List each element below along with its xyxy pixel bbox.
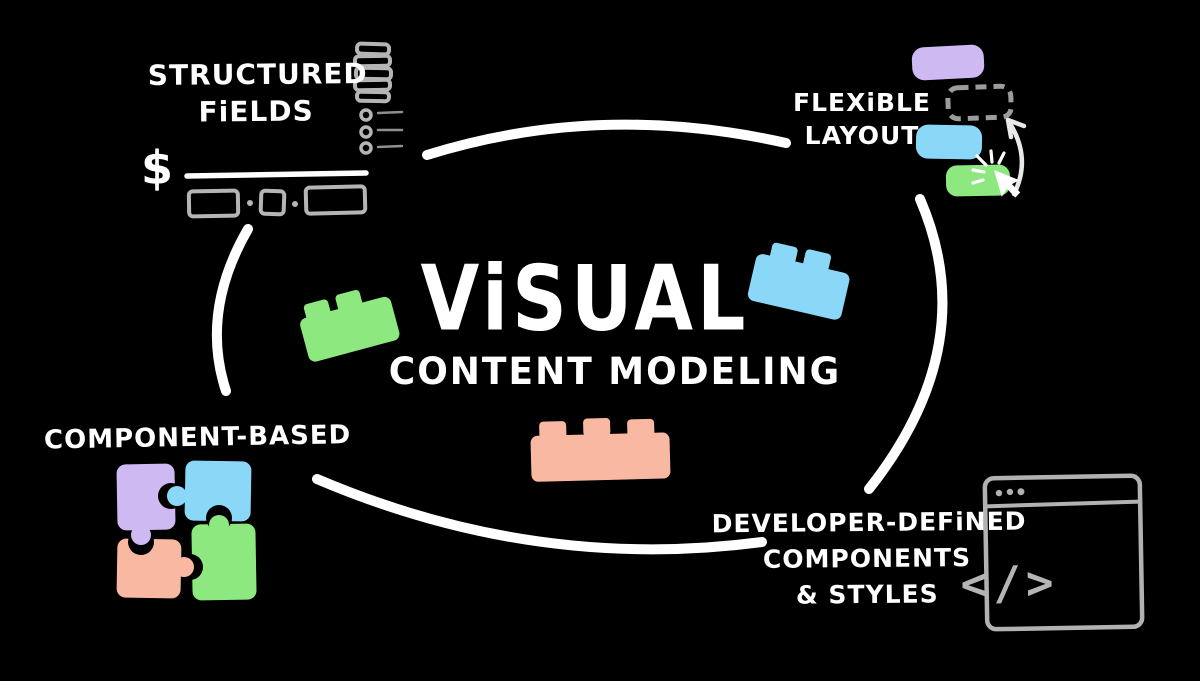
curved-arrow-icon <box>1005 117 1027 197</box>
ellipse-arc-right <box>864 194 948 494</box>
developer-defined-line3: & STYLES <box>795 579 939 610</box>
lego-brick-blue <box>747 242 850 320</box>
stack-icon <box>352 41 394 104</box>
code-tag-icon: </> <box>960 555 1059 611</box>
structured-fields-line2: FiELDS <box>198 94 314 129</box>
developer-defined-label: DEVELOPER-DEFiNED COMPONENTS & STYLES <box>711 504 1027 615</box>
component-based-label: COMPONENT-BASED <box>43 420 352 456</box>
ellipse-arc-top <box>422 119 791 160</box>
cursor-click-icon <box>971 149 1021 198</box>
currency-field-icon: $ <box>141 141 369 195</box>
developer-defined-line2: COMPONENTS <box>762 543 972 574</box>
structured-fields-line1: STRUCTURED <box>147 57 368 92</box>
puzzle-piece-blue <box>184 460 252 522</box>
developer-defined-line1: DEVELOPER-DEFiNED <box>711 506 1027 539</box>
ellipse-arc-left <box>211 224 253 396</box>
flexible-layout-line2: LAYOUT <box>804 121 920 150</box>
ellipse-ring <box>211 119 948 555</box>
layout-block-blue <box>915 124 983 160</box>
page-title: ViSUAL <box>420 245 750 351</box>
puzzle-piece-green <box>191 523 257 601</box>
input-fields-icon <box>186 184 368 219</box>
lego-brick-green <box>300 289 400 362</box>
browser-window-icon: </> <box>960 473 1145 632</box>
puzzle-pieces-icon <box>116 460 257 601</box>
flexible-layout-line1: FLEXiBLE <box>793 88 931 117</box>
structured-fields-label: STRUCTURED FiELDS <box>147 56 368 132</box>
flexible-layout-label: FLEXiBLE LAYOUT <box>786 86 938 152</box>
drop-zone-icon <box>945 83 1014 122</box>
pointer-arrow <box>994 170 1021 198</box>
lego-brick-salmon <box>530 418 671 482</box>
bullet-list-icon <box>359 108 404 155</box>
page-subtitle: CONTENT MODELING <box>388 350 842 394</box>
puzzle-piece-purple <box>116 463 176 531</box>
layout-block-purple <box>911 44 985 81</box>
dollar-sign: $ <box>141 141 173 195</box>
puzzle-piece-salmon <box>116 538 182 599</box>
ellipse-arc-bottom <box>312 474 767 555</box>
